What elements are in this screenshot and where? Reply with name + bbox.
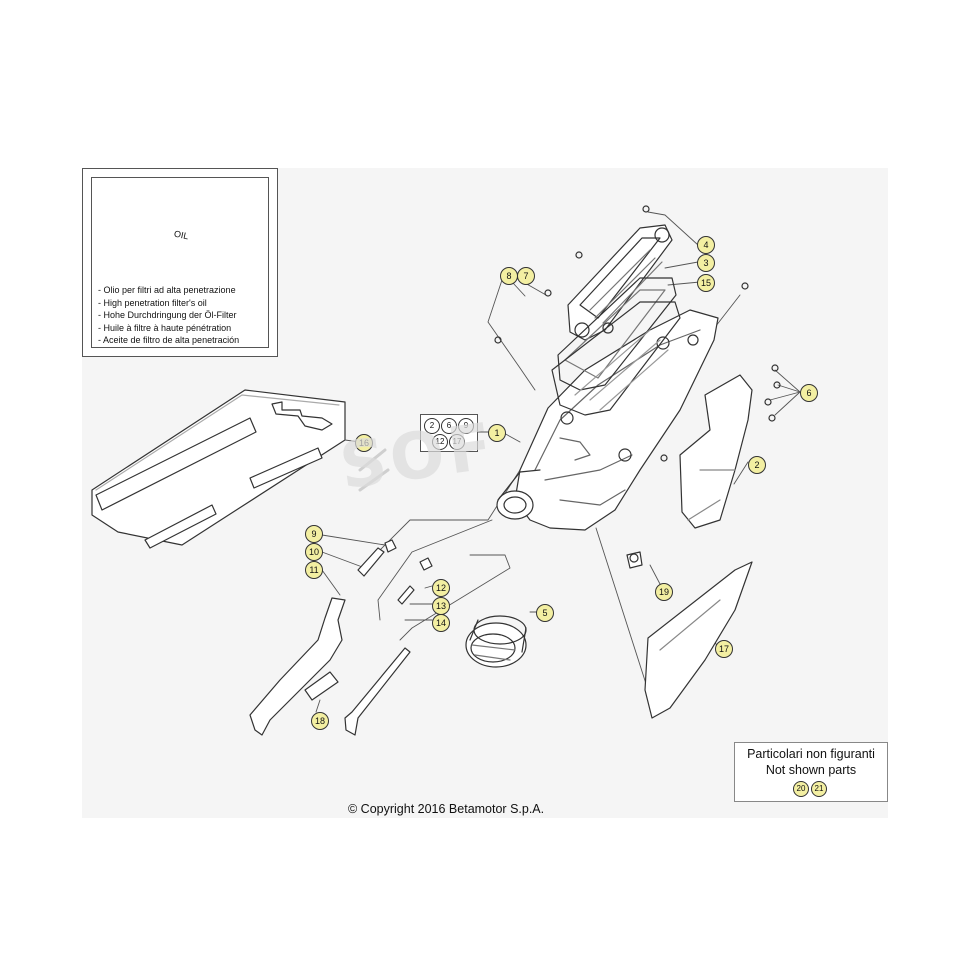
callout-16[interactable]: 16 [355,434,373,452]
grommet [626,551,643,569]
intake-boot [465,615,527,668]
callout-18[interactable]: 18 [311,712,329,730]
not-shown-title-en: Not shown parts [765,763,857,777]
oil-can-label: OIL [173,228,190,242]
oil-legend-line: - Olio per filtri ad alta penetrazione [98,285,236,295]
callout-17[interactable]: 17 [715,640,733,658]
oil-legend-line: - Hohe Durchdringung der Öl-Filter [98,310,237,320]
oil-legend-lines: - Olio per filtri ad alta penetrazione -… [98,284,239,347]
not-shown-parts-box: Particolari non figuranti Not shown part… [734,742,888,802]
watermark-mark [358,448,390,492]
callout-2[interactable]: 2 [748,456,766,474]
callout-9[interactable]: 9 [305,525,323,543]
callout-12[interactable]: 12 [432,579,450,597]
callout-15[interactable]: 15 [697,274,715,292]
callout-20[interactable]: 20 [793,781,809,797]
callout-11[interactable]: 11 [305,561,323,579]
kit-part-number: 9 [458,418,474,434]
kit-part-number: 6 [441,418,457,434]
breather-hoses [249,539,433,736]
callout-8[interactable]: 8 [500,267,518,285]
not-shown-title-it: Particolari non figuranti [747,747,875,761]
callout-1[interactable]: 1 [488,424,506,442]
rear-panel [644,561,753,719]
copyright-text: © Copyright 2016 Betamotor S.p.A. [348,802,545,816]
oil-legend-frame: OIL - Olio per filtri ad alta penetrazio… [91,177,269,348]
kit-group-box: 2 6 9 12 17 [420,414,478,452]
callout-13[interactable]: 13 [432,597,450,615]
callout-21[interactable]: 21 [811,781,827,797]
callout-7[interactable]: 7 [517,267,535,285]
kit-part-number: 2 [424,418,440,434]
oil-legend-line: - Aceite de filtro de alta penetración [98,335,240,345]
oil-legend-line: - Huile à filtre à haute pénétration [98,322,232,333]
airbox [496,309,719,531]
adhesive-pad-sheet [91,389,346,549]
kit-part-number: 12 [432,434,448,450]
filter-cage [551,224,681,416]
screws [494,205,781,462]
oil-legend: OIL - Olio per filtri ad alta penetrazio… [82,168,278,357]
callout-14[interactable]: 14 [432,614,450,632]
side-panel [679,374,753,529]
oil-legend-line: - High penetration filter's oil [98,297,207,308]
kit-part-number: 17 [449,434,465,450]
callout-4[interactable]: 4 [697,236,715,254]
callout-3[interactable]: 3 [697,254,715,272]
callout-10[interactable]: 10 [305,543,323,561]
callout-5[interactable]: 5 [536,604,554,622]
callout-19[interactable]: 19 [655,583,673,601]
callout-6[interactable]: 6 [800,384,818,402]
